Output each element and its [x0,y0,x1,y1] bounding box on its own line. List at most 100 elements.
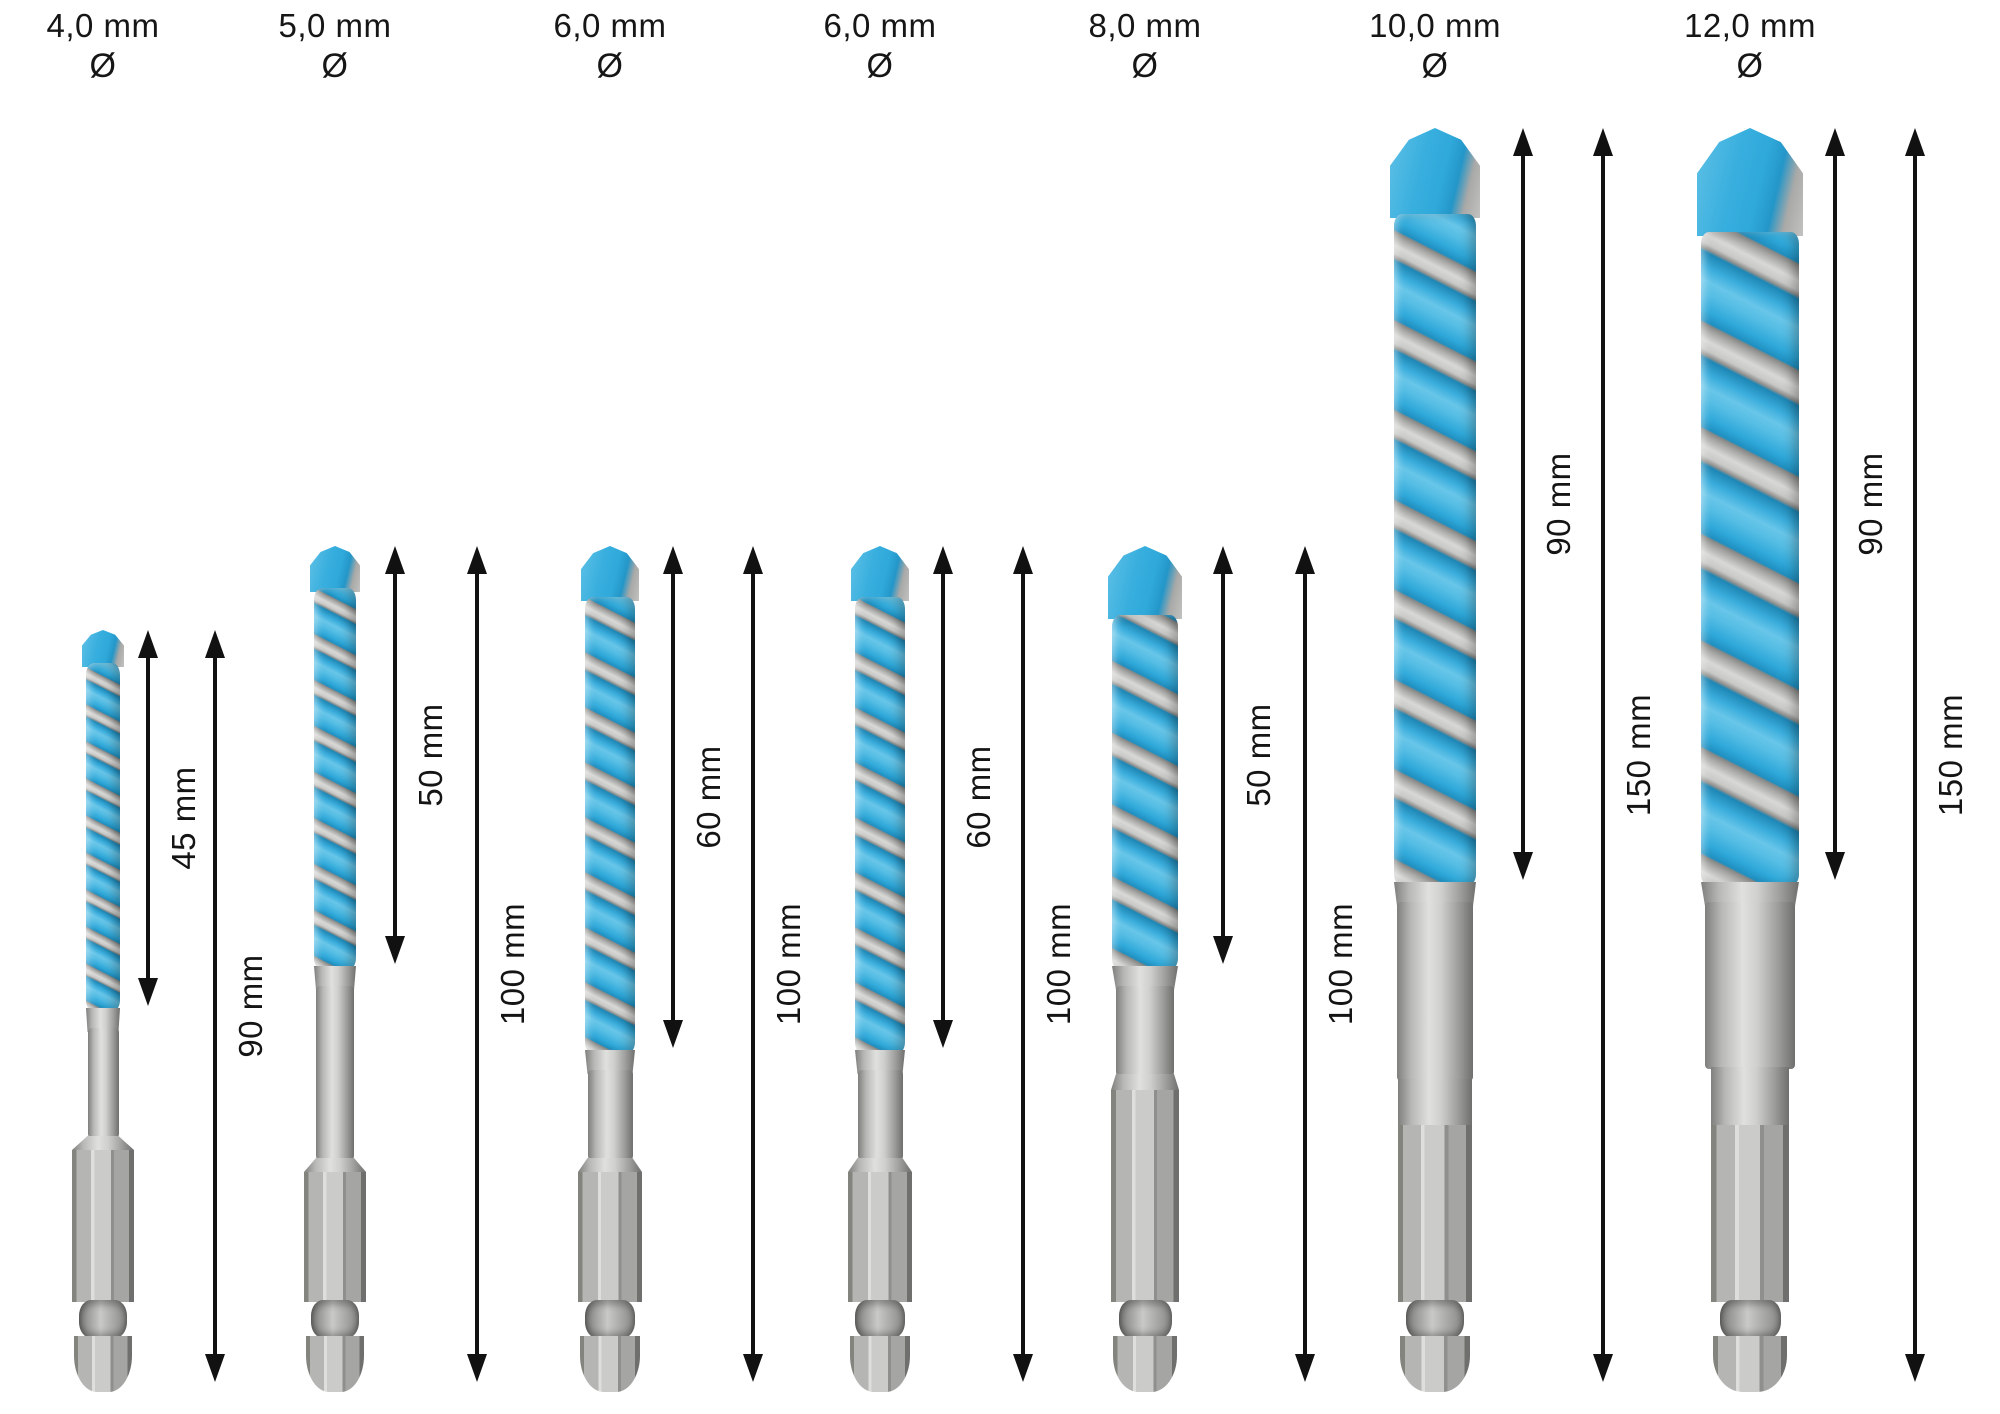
drill-shank [587,1070,633,1160]
drill-tip [851,546,909,601]
hex-foot [1113,1336,1177,1392]
drill-flute [86,663,120,1012]
diameter-symbol: Ø [866,47,894,85]
hex-shoulder [1398,1079,1472,1125]
total-length-arrow [1294,546,1316,1382]
diameter-symbol: Ø [321,47,349,85]
hex-shank [72,1150,134,1302]
diameter-value: 4,0 mm [46,7,160,44]
working-length-arrow [1824,128,1846,880]
arrow-line [1521,148,1525,860]
arrow-up-icon [743,546,763,574]
arrow-line [941,566,945,1028]
hex-shoulder [1711,1067,1789,1125]
arrow-up-icon [205,630,225,658]
diameter-symbol: Ø [89,47,117,85]
hex-foot [1400,1336,1470,1392]
diameter-symbol: Ø [1736,47,1764,85]
hex-foot [580,1336,640,1392]
arrow-down-icon [1295,1354,1315,1382]
hex-shoulder [848,1158,912,1172]
working-length-label: 90 mm [1540,452,1577,556]
drill-shank [87,1028,119,1138]
hex-shank [578,1172,642,1302]
arrow-up-icon [663,546,683,574]
hex-shank [1711,1125,1789,1302]
arrow-down-icon [1213,936,1233,964]
total-length-label: 90 mm [232,954,269,1058]
hex-foot [306,1336,364,1392]
diameter-value: 12,0 mm [1684,7,1816,44]
total-length-arrow [1012,546,1034,1382]
drill-shank [1397,902,1473,1081]
hex-foot [1713,1336,1787,1392]
working-length-arrow [1512,128,1534,880]
drill-tip [1697,128,1803,236]
arrow-down-icon [1905,1354,1925,1382]
arrow-up-icon [1593,128,1613,156]
hex-shank [848,1172,912,1302]
hex-foot [74,1336,132,1392]
total-length-label: 150 mm [1620,693,1657,817]
arrow-line [1021,566,1025,1362]
drill-tip [581,546,639,601]
arrow-down-icon [385,936,405,964]
arrow-line [146,650,150,986]
arrow-down-icon [1513,852,1533,880]
working-length-arrow [137,630,159,1006]
arrow-up-icon [138,630,158,658]
diameter-symbol: Ø [596,47,624,85]
shank-groove [585,1300,635,1338]
total-length-label: 100 mm [1322,902,1359,1026]
arrow-line [1303,566,1307,1362]
drill-tip [1390,128,1480,218]
arrow-down-icon [743,1354,763,1382]
hex-foot [850,1336,910,1392]
working-length-label: 50 mm [412,703,449,807]
total-length-label: 100 mm [494,902,531,1026]
drill-flute [1701,232,1799,886]
hex-shank [1398,1125,1472,1302]
arrow-down-icon [663,1020,683,1048]
total-length-arrow [1904,128,1926,1382]
working-length-label: 60 mm [690,745,727,849]
arrow-down-icon [1593,1354,1613,1382]
shank-groove [1406,1300,1464,1338]
hex-shoulder [72,1136,134,1150]
shank-groove [311,1300,359,1338]
working-length-arrow [932,546,954,1048]
arrow-line [671,566,675,1028]
drill-tip [1108,546,1182,619]
arrow-up-icon [1213,546,1233,574]
hex-shoulder [304,1158,366,1172]
drill-shank [1116,986,1174,1076]
total-length-arrow [1592,128,1614,1382]
arrow-down-icon [138,978,158,1006]
arrow-up-icon [1013,546,1033,574]
working-length-label: 90 mm [1852,452,1889,556]
hex-shoulder [578,1158,642,1172]
arrow-down-icon [1825,852,1845,880]
hex-shank [1111,1090,1179,1302]
arrow-line [1833,148,1837,860]
total-length-arrow [466,546,488,1382]
arrow-up-icon [1825,128,1845,156]
arrow-up-icon [1513,128,1533,156]
drill-flute [314,588,356,970]
working-length-label: 60 mm [960,745,997,849]
arrow-down-icon [205,1354,225,1382]
diameter-value: 5,0 mm [278,7,392,44]
total-length-arrow [204,630,226,1382]
drill-tip [82,630,124,667]
diameter-value: 10,0 mm [1369,7,1501,44]
drill-flute [585,597,635,1054]
arrow-line [393,566,397,944]
